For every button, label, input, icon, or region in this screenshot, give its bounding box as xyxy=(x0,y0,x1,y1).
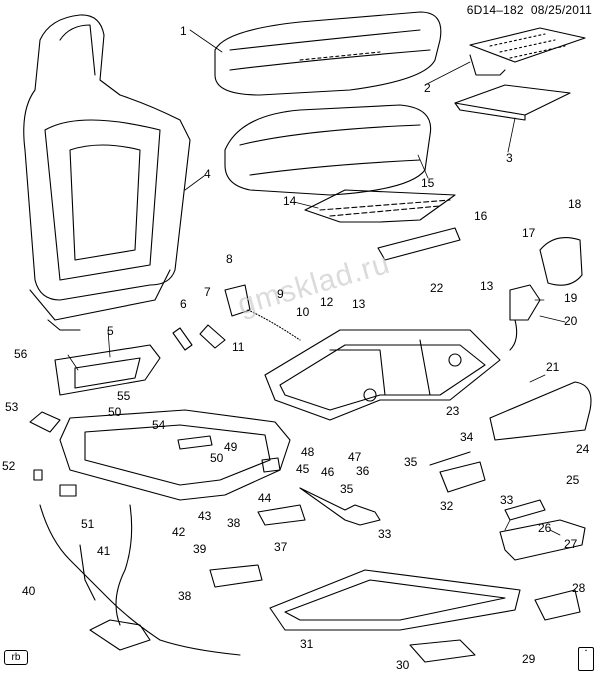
seatback-assembly xyxy=(23,14,191,331)
callout-4: 4 xyxy=(204,167,211,181)
seat-spring-mat xyxy=(304,189,456,223)
callout-40: 40 xyxy=(22,584,36,598)
callout-14: 14 xyxy=(283,194,297,208)
recliner-small-parts xyxy=(172,284,301,351)
leader-lines xyxy=(67,29,566,536)
callout-13-right: 13 xyxy=(480,279,494,293)
callout-43: 43 xyxy=(198,509,212,523)
callout-20: 20 xyxy=(564,314,578,328)
small-components xyxy=(33,435,306,588)
diagram-code: 6D14–182 xyxy=(466,3,524,17)
callout-45: 45 xyxy=(296,462,310,476)
callout-23: 23 xyxy=(446,404,460,418)
callout-39: 39 xyxy=(193,542,207,556)
seatback-lower-trim xyxy=(54,344,161,396)
outer-side-panel xyxy=(29,409,291,501)
callout-37: 37 xyxy=(274,540,288,554)
callout-2: 2 xyxy=(424,81,431,95)
seat-cushion-pad xyxy=(224,104,432,196)
seat-frame xyxy=(264,329,501,421)
callout-49: 49 xyxy=(224,440,238,454)
seat-heater-pad-lower xyxy=(454,84,571,121)
callout-3: 3 xyxy=(506,151,513,165)
diagram-header: 6D14–182 08/25/2011 xyxy=(467,3,592,17)
callout-38-upper: 38 xyxy=(227,516,241,530)
callout-8: 8 xyxy=(226,252,233,266)
callout-48: 48 xyxy=(301,445,315,459)
callout-42: 42 xyxy=(172,525,186,539)
callout-17: 17 xyxy=(522,226,536,240)
callout-32: 32 xyxy=(440,499,454,513)
callout-38-lower: 38 xyxy=(178,589,192,603)
callout-44: 44 xyxy=(258,491,272,505)
callout-35-right: 35 xyxy=(404,455,418,469)
seat-side-trim xyxy=(489,381,592,441)
callout-16: 16 xyxy=(474,209,488,223)
seat-heater-pad xyxy=(469,27,586,76)
callout-52: 52 xyxy=(2,459,16,473)
callout-21: 21 xyxy=(546,360,560,374)
callout-41: 41 xyxy=(97,544,111,558)
callout-50-left: 50 xyxy=(108,405,122,419)
callout-56: 56 xyxy=(14,347,28,361)
callout-6: 6 xyxy=(180,297,187,311)
callout-28: 28 xyxy=(572,581,586,595)
callout-34: 34 xyxy=(460,430,474,444)
callout-47: 47 xyxy=(348,450,362,464)
callout-15: 15 xyxy=(421,176,435,190)
callout-54: 54 xyxy=(152,418,166,432)
callout-35-left: 35 xyxy=(340,482,354,496)
callout-10: 10 xyxy=(296,305,310,319)
callout-50-center: 50 xyxy=(210,451,224,465)
callout-33-right: 33 xyxy=(500,493,514,507)
callout-33-center: 33 xyxy=(378,527,392,541)
callout-31: 31 xyxy=(300,637,314,651)
seat-cushion-cover xyxy=(214,11,442,96)
seat-tracks xyxy=(269,569,521,663)
callout-36: 36 xyxy=(356,464,370,478)
callout-12: 12 xyxy=(320,295,334,309)
callout-51: 51 xyxy=(81,517,95,531)
callout-30: 30 xyxy=(396,658,410,672)
callout-26: 26 xyxy=(538,521,552,535)
diagram-date: 08/25/2011 xyxy=(530,3,592,17)
callout-25: 25 xyxy=(566,473,580,487)
callout-22: 22 xyxy=(430,281,444,295)
callout-46: 46 xyxy=(321,465,335,479)
callout-53: 53 xyxy=(5,400,19,414)
rb-badge: rb xyxy=(4,650,28,665)
callout-7: 7 xyxy=(204,285,211,299)
adjuster-motors xyxy=(299,451,486,526)
callout-1: 1 xyxy=(180,24,187,38)
seat-wiring-harness xyxy=(39,504,241,656)
seat-side-bracket xyxy=(509,237,583,351)
corner-stamp-icon: ▪ xyxy=(578,647,594,671)
callout-5: 5 xyxy=(107,324,114,338)
callout-9: 9 xyxy=(277,287,284,301)
callout-55: 55 xyxy=(117,389,131,403)
cross-tube xyxy=(377,227,461,261)
callout-19: 19 xyxy=(564,291,578,305)
right-lower-parts xyxy=(499,499,586,621)
callout-13-upper: 13 xyxy=(352,297,366,311)
callout-27: 27 xyxy=(564,537,578,551)
callout-11: 11 xyxy=(232,340,245,354)
callout-18: 18 xyxy=(568,197,582,211)
callout-24: 24 xyxy=(576,442,590,456)
callout-29: 29 xyxy=(522,652,536,666)
